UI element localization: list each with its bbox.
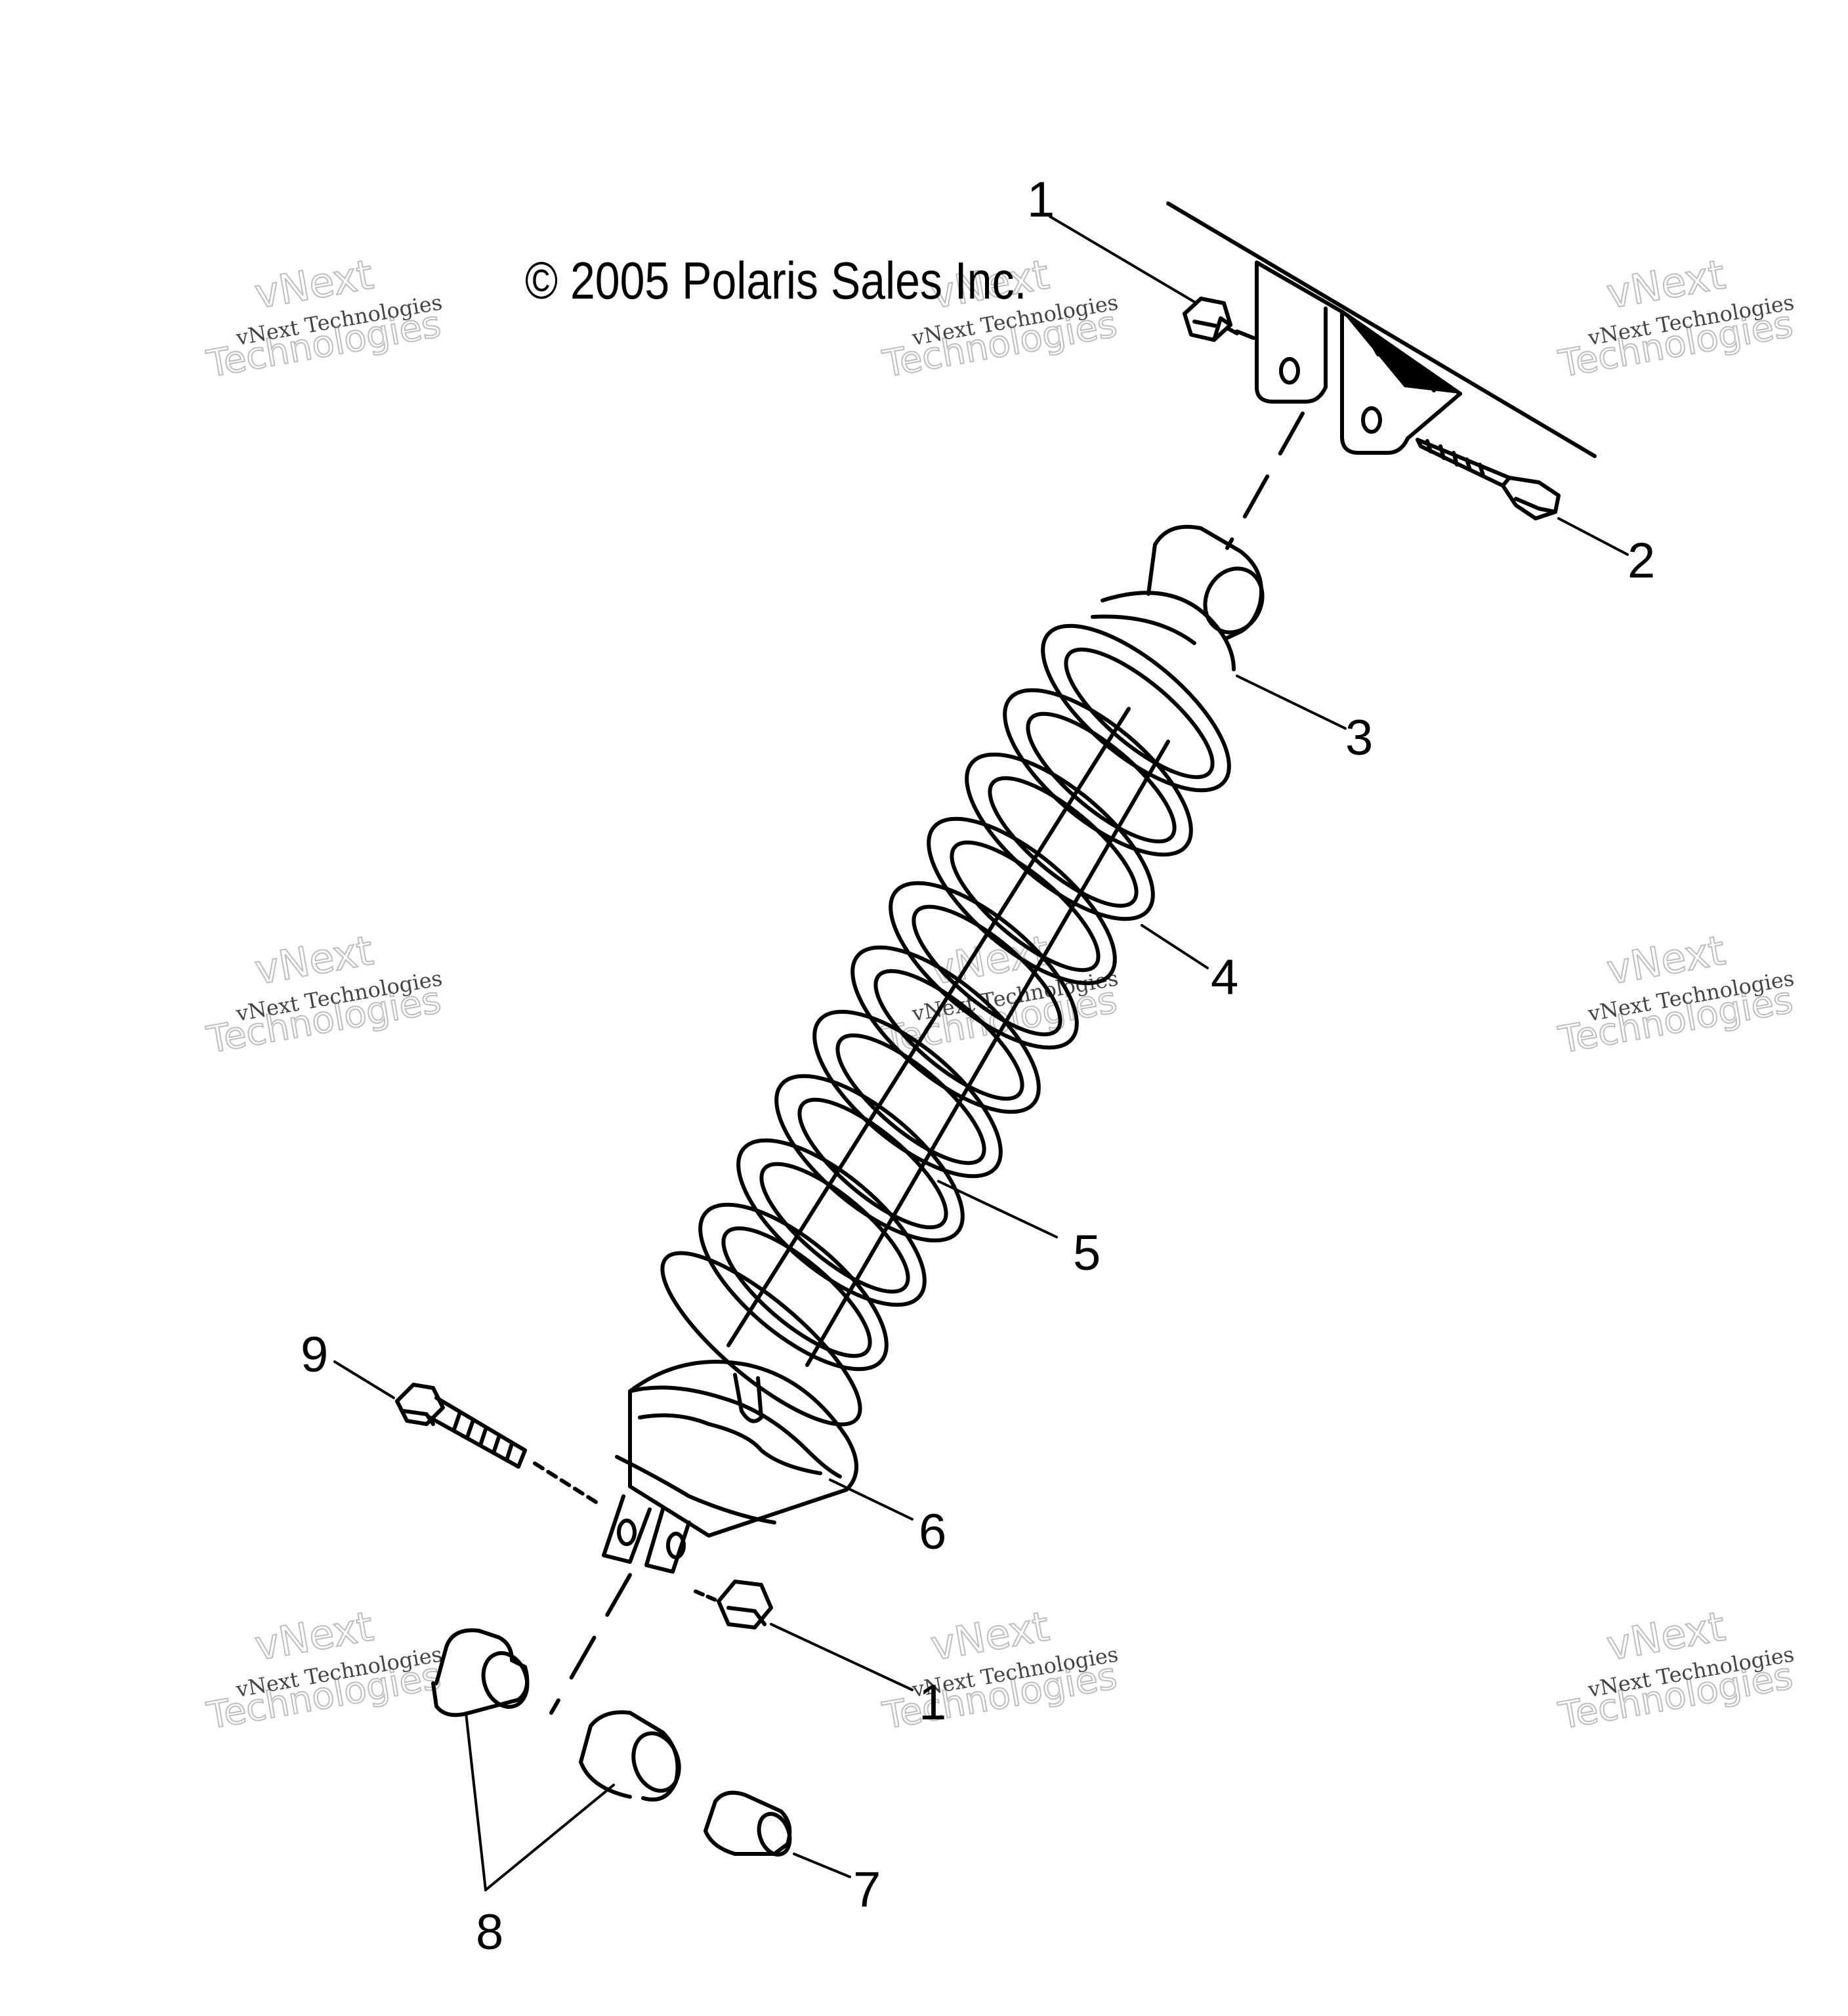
watermark: vNext Technologies vNext Technologies [203,925,445,1062]
spring-coil [812,1009,1003,1179]
callout-2: 2 [1628,533,1655,589]
lower-spring-seat [660,1251,862,1427]
watermark: vNext Technologies vNext Technologies [1555,925,1797,1062]
leader-1-bottom [770,1623,914,1691]
callout-1-top: 1 [1027,172,1055,228]
coil-spring [660,623,1231,1427]
leader-7 [793,1853,851,1878]
callout-7: 7 [853,1862,881,1918]
watermark: vNext Technologies vNext Technologies [203,249,445,387]
leader-9 [333,1360,395,1399]
leader-2 [1557,517,1629,556]
spring-coil-inner [873,969,1024,1101]
callout-leaders [333,215,1629,1891]
spring-coil-inner [835,1033,986,1166]
callout-numbers: 1 2 3 4 5 6 1 7 8 9 [301,172,1655,1960]
spring-coil [1003,688,1193,857]
spring-coil [850,945,1041,1114]
spring-coil-inner [988,776,1139,908]
spring-coil-inner [950,840,1101,973]
spring-coil-inner [721,1226,872,1358]
callout-3: 3 [1345,710,1373,766]
spring-coil-inner [1026,711,1177,844]
leader-6 [829,1479,914,1521]
watermark: vNext Technologies vNext Technologies [1555,1601,1797,1738]
watermarks: vNext Technologies vNext Technologies vN… [203,249,1797,1738]
spring-coil [774,1074,965,1243]
callout-8: 8 [476,1904,503,1960]
spring-coil [698,1202,889,1372]
bushing-center [579,1710,681,1802]
bolt-bottom [395,1383,599,1505]
callout-5: 5 [1073,1225,1101,1281]
bushing-left [431,1628,530,1717]
spring-coil-inner [912,904,1062,1037]
watermark: vNext Technologies vNext Technologies [879,1601,1121,1738]
spring-coil-inner [1064,647,1215,780]
copyright-notice: © 2005 Polaris Sales Inc. [525,251,1026,310]
spring-coil [736,1138,927,1307]
watermark: vNext Technologies vNext Technologies [1555,249,1797,387]
leader-1-top [1049,215,1196,303]
spring-coil-inner [759,1162,910,1294]
leader-8a [465,1712,487,1891]
spring-coil [889,881,1079,1050]
leader-4 [1141,924,1209,969]
nut-bottom [694,1580,773,1629]
nut-top [1183,297,1255,342]
callout-1-bottom: 1 [919,1675,946,1731]
leader-8b [484,1784,615,1891]
leader-3 [1236,675,1347,730]
frame-bracket [1166,201,1597,458]
spring-coil [1041,623,1231,793]
callout-9: 9 [301,1327,328,1383]
mount-axis-bottom [549,1573,632,1715]
bolt-top [1416,438,1561,520]
spring-coil [965,752,1155,921]
spring-coil [927,816,1117,986]
callout-4: 4 [1211,950,1238,1005]
callout-6: 6 [919,1504,946,1560]
spring-coil-inner [797,1097,948,1230]
shock-absorber [602,524,1265,1574]
watermark: vNext Technologies vNext Technologies [203,1601,445,1738]
sleeve [704,1790,792,1857]
leader-5 [937,1180,1058,1238]
mount-axis-top [1225,411,1305,550]
